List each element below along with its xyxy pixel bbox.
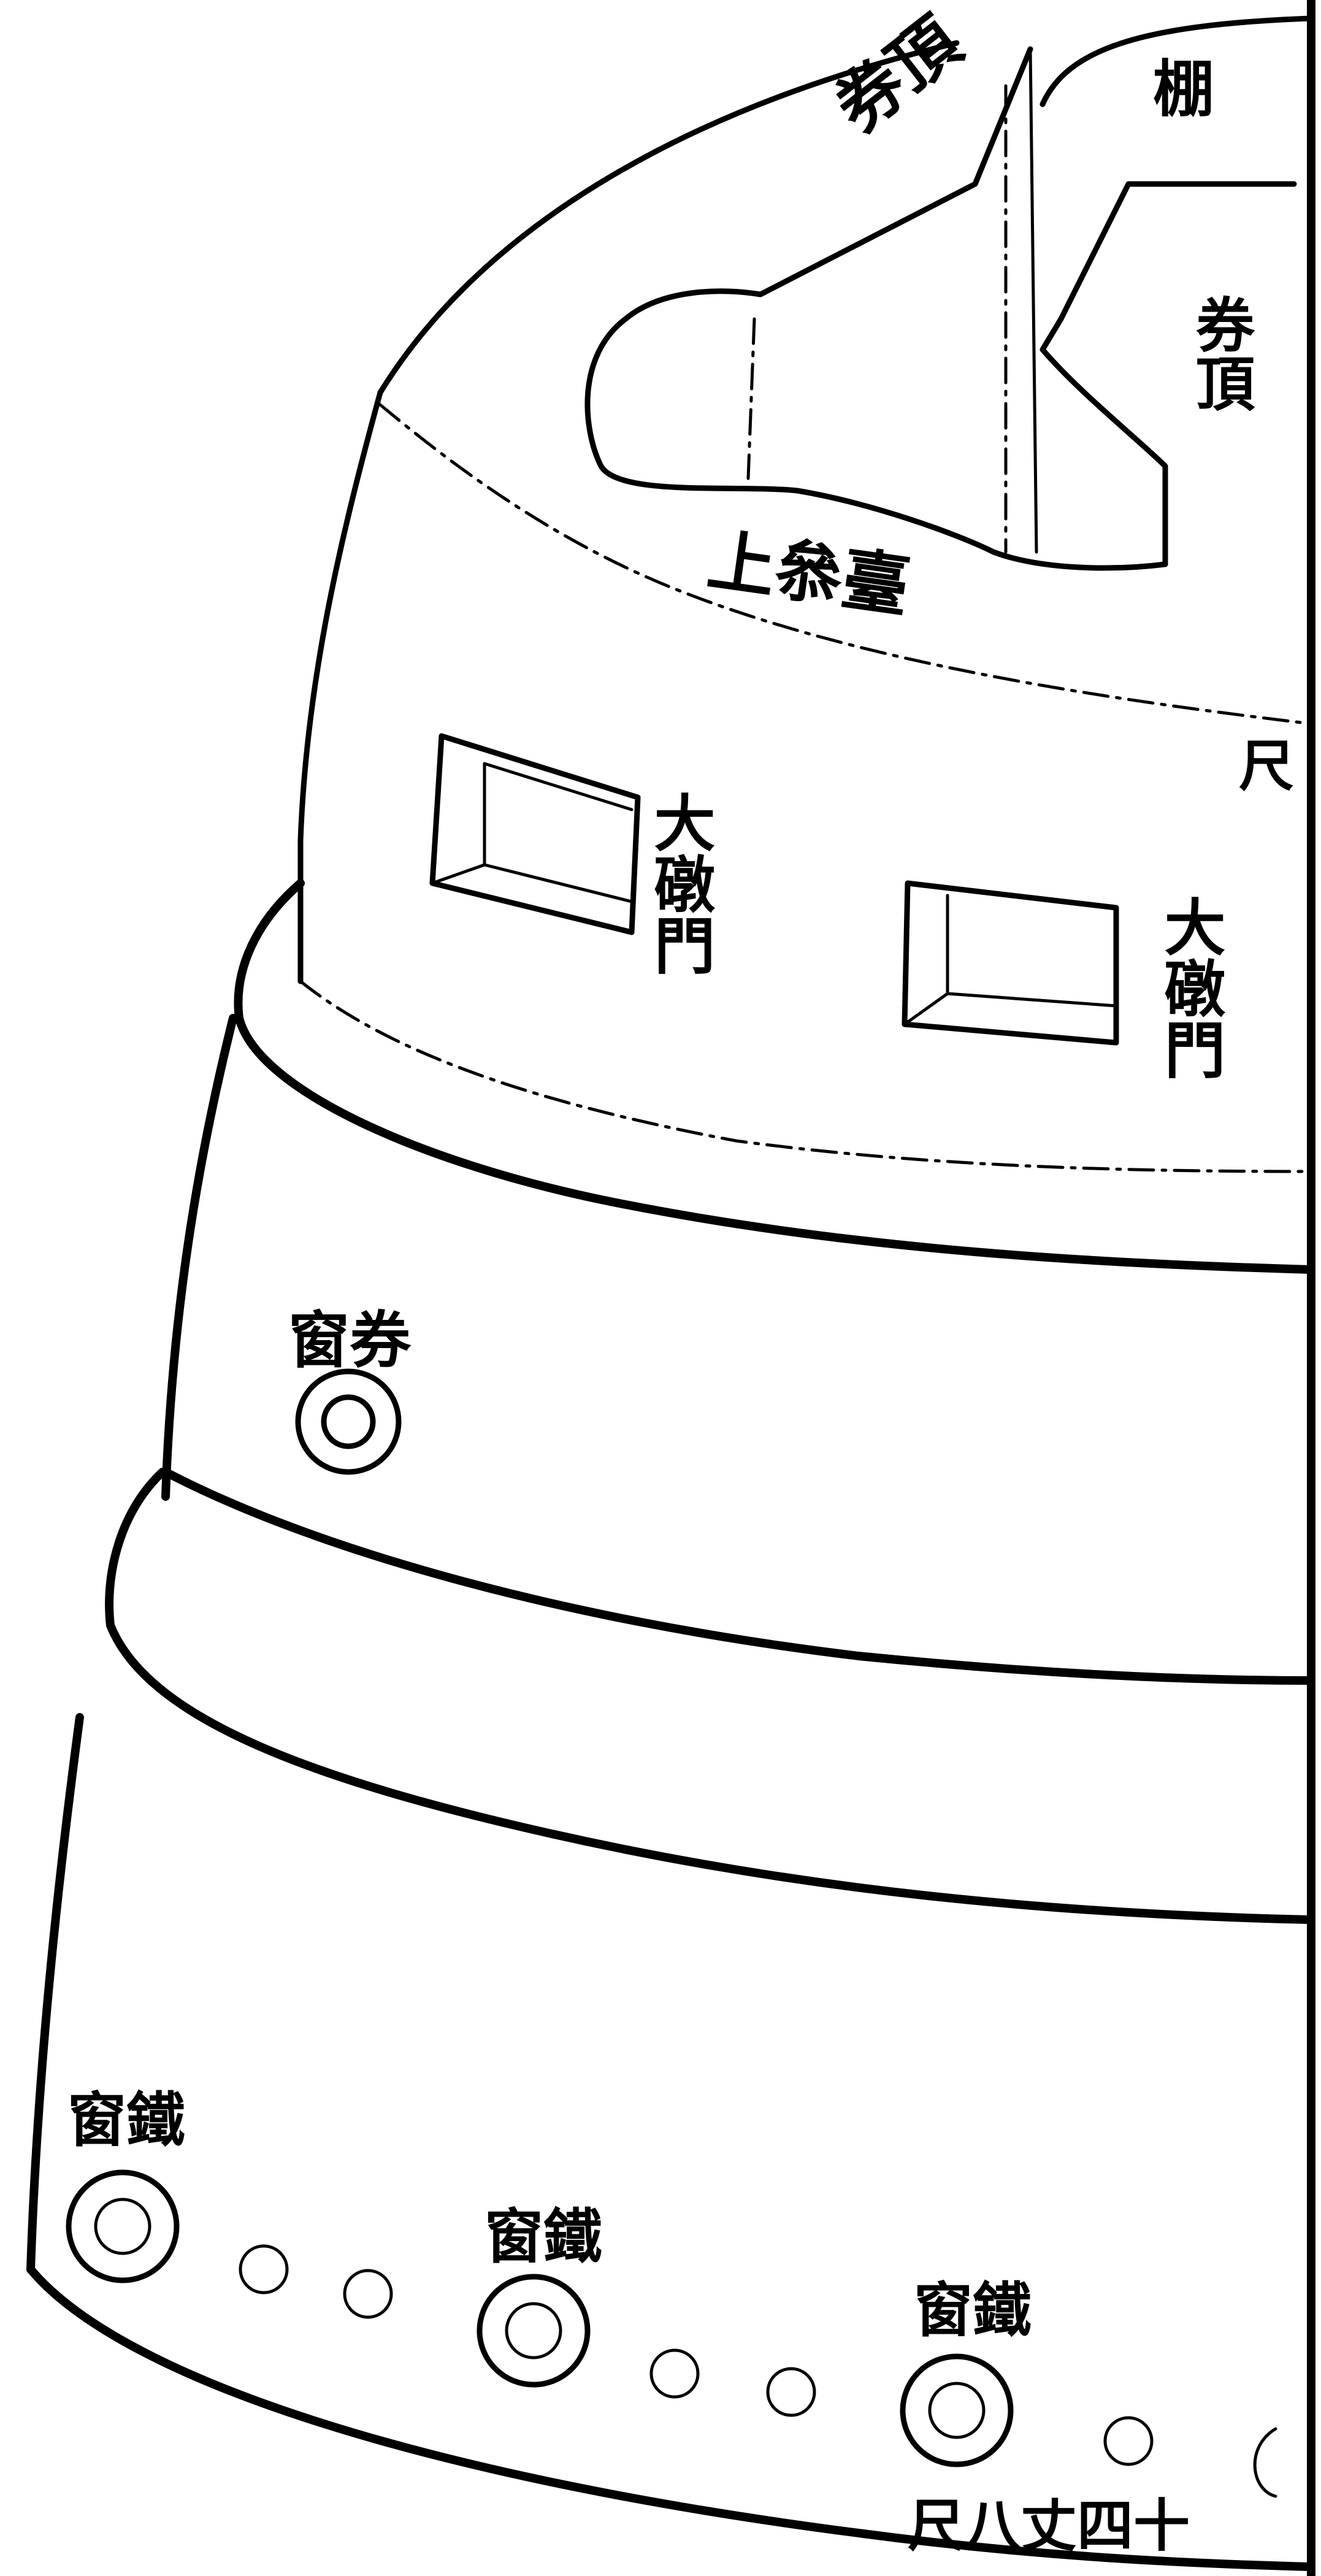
- label-vault-top-left: 券頂: [820, 2, 976, 148]
- small-port-2: [343, 2269, 393, 2319]
- middle-tier-top-edge: [234, 879, 1315, 1274]
- central-slot-inner-line: [746, 317, 756, 480]
- vault-window-inner-ring: [321, 1394, 376, 1449]
- lower-tier-top-edge: [105, 1468, 1315, 1924]
- top-right-cap-outline: [1040, 15, 1314, 107]
- upper-drum-top-rim: [378, 403, 1313, 726]
- label-big-gate-left: 大礅門: [643, 791, 716, 975]
- big-gate-left-inner: [431, 762, 634, 903]
- label-vault-window: 窗券: [288, 1304, 412, 1376]
- small-port-4: [766, 2367, 816, 2417]
- middle-tier-bottom-edge: [161, 1468, 1315, 1685]
- gun-window-right-inner: [928, 2382, 986, 2439]
- gun-window-left-inner: [94, 2198, 151, 2255]
- upper-drum-bottom-rim: [299, 979, 1313, 1173]
- label-dimension-note: 尺八丈四十: [908, 2493, 1190, 2559]
- small-port-3: [649, 2348, 700, 2399]
- gun-window-right-outer: [900, 2353, 1014, 2467]
- label-gun-window-left: 窗鐵: [67, 2085, 185, 2155]
- small-port-5: [1103, 2416, 1154, 2466]
- gun-window-mid-outer: [477, 2274, 591, 2388]
- label-big-gate-right: 大礅門: [1154, 895, 1226, 1079]
- big-gate-right-frame: [902, 880, 1119, 1046]
- small-port-6-partial: [1253, 2427, 1277, 2498]
- central-slot-divider-2: [1028, 47, 1038, 554]
- gun-window-left-outer: [66, 2169, 180, 2283]
- vault-window-outer-ring: [295, 1368, 402, 1475]
- big-gate-right-inner: [903, 894, 1118, 1026]
- label-vault-top-right: 券頂: [1186, 294, 1255, 412]
- top-dome-outline: [377, 40, 960, 396]
- upper-drum-left-wall: [297, 389, 383, 984]
- big-gate-left-frame: [429, 733, 641, 935]
- central-slot-floor: [990, 549, 1168, 571]
- lower-tier-base: [26, 2265, 1315, 2571]
- label-chi-mark: 尺: [1239, 734, 1294, 799]
- middle-tier-ledge: [161, 1014, 237, 1501]
- lower-tier-left-wall: [26, 1713, 84, 2274]
- label-gun-window-mid: 窗鐵: [484, 2202, 602, 2271]
- central-slot-right: [1040, 181, 1297, 567]
- label-shed: 棚: [1153, 53, 1214, 125]
- label-gun-window-right: 窗鐵: [914, 2275, 1032, 2345]
- central-slot-left: [584, 46, 1033, 555]
- gun-window-mid-inner: [505, 2302, 562, 2359]
- small-port-1: [239, 2244, 289, 2294]
